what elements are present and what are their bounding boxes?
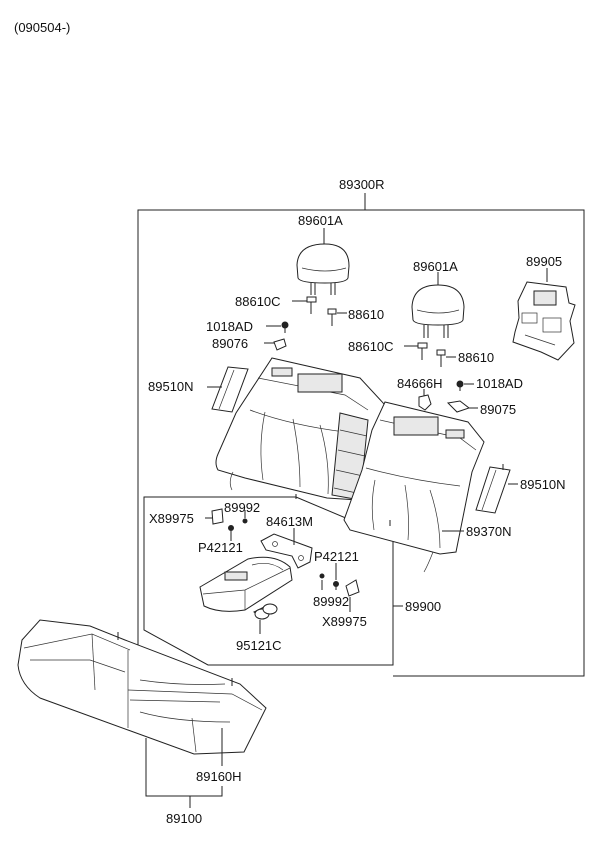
headrest-1 <box>296 243 350 295</box>
bolt-1018AD-2 <box>456 380 464 391</box>
headrest-guide-88610C-1 <box>306 296 317 314</box>
seatback-89370N <box>215 357 485 573</box>
label-89510N-2[interactable]: 89510N <box>520 477 566 492</box>
headrest-2 <box>411 284 465 338</box>
pin-P42121-1 <box>228 525 234 536</box>
label-88610-2[interactable]: 88610 <box>458 350 494 365</box>
pin-P42121-2 <box>333 581 339 590</box>
bolt-1018AD-1 <box>281 321 289 333</box>
label-P42121-2[interactable]: P42121 <box>314 549 359 564</box>
leader-89100 <box>145 738 223 797</box>
label-84666H[interactable]: 84666H <box>397 376 443 391</box>
fastener-89992-2 <box>319 573 325 579</box>
label-84613M[interactable]: 84613M <box>266 514 313 529</box>
label-X89975-2[interactable]: X89975 <box>322 614 367 629</box>
label-95121C[interactable]: 95121C <box>236 638 282 653</box>
label-88610C-2[interactable]: 88610C <box>348 339 394 354</box>
label-88610-1[interactable]: 88610 <box>348 307 384 322</box>
label-89992-2[interactable]: 89992 <box>313 594 349 609</box>
cap-X89975-1 <box>211 508 224 525</box>
side-bolster-89510N-left <box>211 366 249 413</box>
label-88610C-1[interactable]: 88610C <box>235 294 281 309</box>
label-89075[interactable]: 89075 <box>480 402 516 417</box>
label-89370N[interactable]: 89370N <box>466 524 512 539</box>
label-89992-1[interactable]: 89992 <box>224 500 260 515</box>
label-X89975-1[interactable]: X89975 <box>149 511 194 526</box>
cap-X89975-2 <box>345 579 360 597</box>
label-89601A-2[interactable]: 89601A <box>413 259 458 274</box>
label-1018AD-1[interactable]: 1018AD <box>206 319 253 334</box>
date-code: (090504-) <box>14 20 70 35</box>
headrest-guide-88610C-2 <box>417 342 428 360</box>
label-89900[interactable]: 89900 <box>405 599 441 614</box>
panel-89905 <box>512 281 576 361</box>
label-89100[interactable]: 89100 <box>166 811 202 826</box>
fastener-89992-1 <box>242 518 248 524</box>
label-89160H[interactable]: 89160H <box>196 769 242 784</box>
bracket-84666H <box>418 394 432 411</box>
assembly-frame-89300R <box>137 193 585 677</box>
label-89905[interactable]: 89905 <box>526 254 562 269</box>
label-89510N-1[interactable]: 89510N <box>148 379 194 394</box>
headrest-guide-88610-1 <box>327 308 337 326</box>
label-89601A-1[interactable]: 89601A <box>298 213 343 228</box>
armrest-body <box>199 556 293 612</box>
label-1018AD-2[interactable]: 1018AD <box>476 376 523 391</box>
bracket-84613M <box>260 533 313 569</box>
label-89076[interactable]: 89076 <box>212 336 248 351</box>
headrest-guide-88610-2 <box>436 349 446 367</box>
cupholder-95121C <box>253 603 278 620</box>
side-bolster-89510N-right <box>475 464 511 514</box>
label-P42121-1[interactable]: P42121 <box>198 540 243 555</box>
seat-cushion-89160H <box>17 619 267 755</box>
clip-89075 <box>446 400 471 413</box>
label-89300R[interactable]: 89300R <box>339 177 385 192</box>
clip-89076 <box>273 338 287 351</box>
